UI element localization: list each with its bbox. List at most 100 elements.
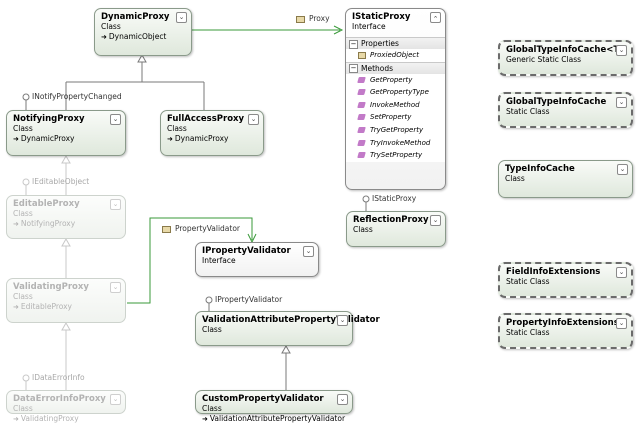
collapse-toggle-icon[interactable]: − bbox=[349, 39, 358, 49]
data-error-info-proxy-box[interactable]: DataErrorInfoProxy Class ➜ValidatingProx… bbox=[6, 390, 126, 423]
box-base: ➜DynamicProxy bbox=[167, 134, 229, 143]
global-type-info-cache-box[interactable]: GlobalTypeInfoCache Static Class ⌄ bbox=[498, 92, 633, 128]
inherits-arrow-icon: ➜ bbox=[13, 415, 19, 423]
property-icon bbox=[162, 225, 171, 233]
properties-header[interactable]: −Properties bbox=[346, 38, 445, 49]
box-kind: Class bbox=[202, 325, 222, 334]
box-kind: Interface bbox=[352, 22, 386, 31]
expand-chevron-icon[interactable]: ⌄ bbox=[248, 114, 259, 125]
inherits-arrow-icon: ➜ bbox=[101, 33, 107, 41]
box-kind: Generic Static Class bbox=[506, 55, 582, 64]
inherits-arrow-icon: ➜ bbox=[202, 415, 208, 423]
box-kind: Class bbox=[13, 292, 33, 301]
member-item[interactable]: ProxiedObject bbox=[346, 49, 445, 62]
box-title: TypeInfoCache bbox=[505, 164, 575, 174]
global-type-info-cache-t-box[interactable]: GlobalTypeInfoCache<T> Generic Static Cl… bbox=[498, 40, 633, 76]
box-title: CustomPropertyValidator bbox=[202, 394, 324, 404]
box-title: FullAccessProxy bbox=[167, 114, 245, 124]
box-title: NotifyingProxy bbox=[13, 114, 85, 124]
box-base: ➜EditableProxy bbox=[13, 302, 72, 311]
box-title: ValidationAttributePropertyValidator bbox=[202, 315, 380, 325]
istatic-lollipop bbox=[362, 195, 370, 203]
notifying-proxy-box[interactable]: NotifyingProxy Class ➜DynamicProxy ⌄ bbox=[6, 110, 126, 156]
inotify-label: INotifyPropertyChanged bbox=[32, 92, 122, 101]
box-base: ➜DynamicProxy bbox=[13, 134, 75, 143]
box-title: GlobalTypeInfoCache bbox=[506, 97, 607, 107]
box-title: DataErrorInfoProxy bbox=[13, 394, 106, 404]
box-title: FieldInfoExtensions bbox=[506, 267, 601, 277]
idataerror-lollipop bbox=[22, 374, 30, 382]
expand-chevron-icon[interactable]: ⌄ bbox=[110, 282, 121, 293]
property-validator-association-line bbox=[127, 217, 253, 304]
member-item[interactable]: SetProperty bbox=[346, 111, 445, 124]
property-validator-association-label: PropertyValidator bbox=[162, 224, 240, 234]
collapse-toggle-icon[interactable]: − bbox=[349, 64, 358, 74]
property-icon bbox=[358, 51, 366, 59]
box-kind: Class bbox=[202, 404, 222, 413]
box-base: ➜DynamicObject bbox=[101, 32, 167, 41]
methods-header[interactable]: −Methods bbox=[346, 62, 445, 74]
box-kind: Class bbox=[505, 174, 525, 183]
member-item[interactable]: TryInvokeMethod bbox=[346, 137, 445, 150]
validation-attribute-property-validator-box[interactable]: ValidationAttributePropertyValidator Cla… bbox=[195, 311, 380, 346]
expand-chevron-icon[interactable]: ⌄ bbox=[430, 215, 441, 226]
method-icon bbox=[357, 101, 366, 108]
validating-proxy-box[interactable]: ValidatingProxy Class ➜EditableProxy ⌄ bbox=[6, 278, 126, 323]
expand-chevron-icon[interactable]: ⌄ bbox=[337, 394, 348, 405]
box-title: ValidatingProxy bbox=[13, 282, 89, 292]
expand-chevron-icon[interactable]: ⌄ bbox=[616, 45, 627, 56]
reflection-proxy-box[interactable]: ReflectionProxy Class ⌄ bbox=[346, 211, 446, 247]
property-icon bbox=[296, 15, 305, 23]
inheritance-arrowhead bbox=[137, 53, 147, 63]
inherits-arrow-icon: ➜ bbox=[167, 135, 173, 143]
editable-proxy-box[interactable]: EditableProxy Class ➜NotifyingProxy ⌄ bbox=[6, 195, 126, 239]
iproperty-validator-lollipop bbox=[205, 296, 213, 304]
member-item[interactable]: InvokeMethod bbox=[346, 99, 445, 112]
iproperty-validator-box[interactable]: IPropertyValidator Interface ⌄ bbox=[195, 242, 319, 277]
box-kind: Class bbox=[13, 124, 33, 133]
idataerror-label: IDataErrorInfo bbox=[32, 373, 85, 382]
expand-chevron-icon[interactable]: ⌄ bbox=[616, 267, 627, 278]
expand-chevron-icon[interactable]: ⌄ bbox=[110, 114, 121, 125]
ieditable-label: IEditableObject bbox=[32, 177, 90, 186]
full-access-proxy-box[interactable]: FullAccessProxy Class ➜DynamicProxy ⌄ bbox=[160, 110, 264, 156]
properties-section: −Properties ProxiedObject bbox=[346, 37, 445, 62]
box-title: EditableProxy bbox=[13, 199, 80, 209]
expand-chevron-icon[interactable]: ⌄ bbox=[303, 246, 314, 257]
proxy-association-label: Proxy bbox=[296, 14, 330, 24]
expand-chevron-icon[interactable]: ⌄ bbox=[110, 394, 121, 405]
box-kind: Static Class bbox=[506, 107, 550, 116]
box-title: ReflectionProxy bbox=[353, 215, 429, 225]
type-info-cache-box[interactable]: TypeInfoCache Class ⌄ bbox=[498, 160, 633, 198]
field-info-extensions-box[interactable]: FieldInfoExtensions Static Class ⌄ bbox=[498, 262, 633, 298]
dynamic-proxy-box[interactable]: DynamicProxy Class ➜DynamicObject ⌄ bbox=[94, 8, 192, 56]
expand-chevron-icon[interactable]: ⌄ bbox=[337, 315, 348, 326]
property-info-extensions-box[interactable]: PropertyInfoExtensions Static Class ⌄ bbox=[498, 313, 633, 349]
method-icon bbox=[357, 126, 366, 133]
member-item[interactable]: GetProperty bbox=[346, 74, 445, 87]
box-title: IPropertyValidator bbox=[202, 246, 291, 256]
collapse-chevron-icon[interactable]: ⌄ bbox=[430, 12, 441, 23]
methods-section: −Methods GetProperty GetPropertyType Inv… bbox=[346, 61, 445, 162]
istatic-proxy-box[interactable]: IStaticProxy Interface ⌄ −Properties Pro… bbox=[345, 8, 446, 190]
expand-chevron-icon[interactable]: ⌄ bbox=[616, 97, 627, 108]
member-item[interactable]: TrySetProperty bbox=[346, 149, 445, 162]
expand-chevron-icon[interactable]: ⌄ bbox=[616, 318, 627, 329]
method-icon bbox=[357, 152, 366, 159]
box-title: GlobalTypeInfoCache<T> bbox=[506, 45, 627, 55]
box-kind: Static Class bbox=[506, 277, 550, 286]
proxy-association-arrow bbox=[333, 25, 344, 35]
member-item[interactable]: GetPropertyType bbox=[346, 86, 445, 99]
custom-property-validator-box[interactable]: CustomPropertyValidator Class ➜Validatio… bbox=[195, 390, 353, 423]
method-icon bbox=[357, 139, 366, 146]
istatic-lollipop-label: IStaticProxy bbox=[372, 194, 417, 203]
connector-layer bbox=[22, 25, 370, 390]
box-base: ➜ValidatingProxy bbox=[13, 414, 79, 423]
expand-chevron-icon[interactable]: ⌄ bbox=[176, 12, 187, 23]
box-kind: Interface bbox=[202, 256, 236, 265]
expand-chevron-icon[interactable]: ⌄ bbox=[110, 199, 121, 210]
member-item[interactable]: TryGetProperty bbox=[346, 124, 445, 137]
inherits-arrow-icon: ➜ bbox=[13, 220, 19, 228]
box-kind: Class bbox=[167, 124, 187, 133]
expand-chevron-icon[interactable]: ⌄ bbox=[617, 164, 628, 175]
